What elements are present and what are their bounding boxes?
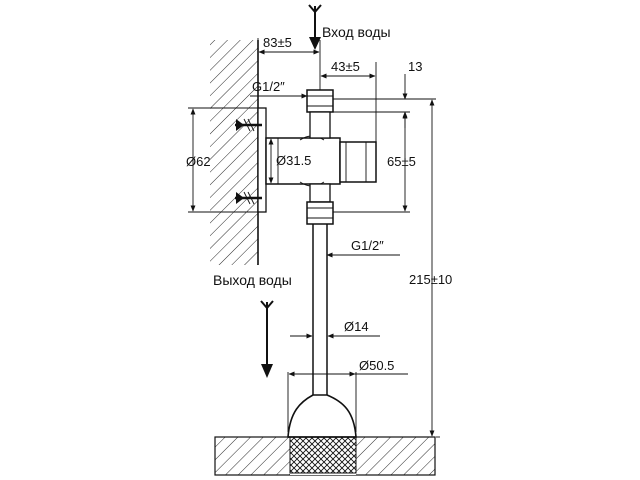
inlet-label: Вход воды (322, 24, 391, 40)
outlet-label: Выход воды (213, 272, 292, 288)
dim-label-cone: Ø50.5 (359, 358, 394, 373)
dim-total-height (334, 98, 440, 438)
dim-label-nut-gap: 13 (408, 59, 422, 74)
dim-label-thread-top: G1/2″ (252, 79, 285, 94)
dim-cone (287, 371, 408, 432)
outlet-fitting (306, 183, 334, 225)
wall (210, 40, 259, 265)
valve-body (265, 135, 341, 187)
dim-nut-gap (330, 74, 410, 128)
inlet-fitting (306, 82, 334, 139)
wall-flange (257, 107, 267, 213)
dim-label-pipe: Ø14 (344, 319, 369, 334)
flush-pipe (312, 224, 328, 395)
floor (214, 436, 436, 476)
dim-flange (188, 107, 258, 213)
dim-label-total-height: 215±10 (409, 272, 452, 287)
dim-label-thread-bottom: G1/2″ (351, 238, 384, 253)
dim-wall-offset (257, 38, 321, 82)
arrow-down-icon (308, 4, 322, 50)
dim-label-pitch: 43±5 (331, 59, 360, 74)
dim-body-height (333, 111, 410, 213)
flush-cone (287, 394, 357, 438)
screw-bottom (235, 191, 262, 205)
arrow-down-icon (260, 300, 274, 378)
dim-label-body: Ø31.5 (276, 153, 311, 168)
push-button (339, 141, 377, 183)
dim-label-body-height: 65±5 (387, 154, 416, 169)
dim-pitch (320, 62, 377, 142)
dim-label-wall-offset: 83±5 (263, 35, 292, 50)
dim-label-flange: Ø62 (186, 154, 211, 169)
screw-top (235, 118, 262, 132)
